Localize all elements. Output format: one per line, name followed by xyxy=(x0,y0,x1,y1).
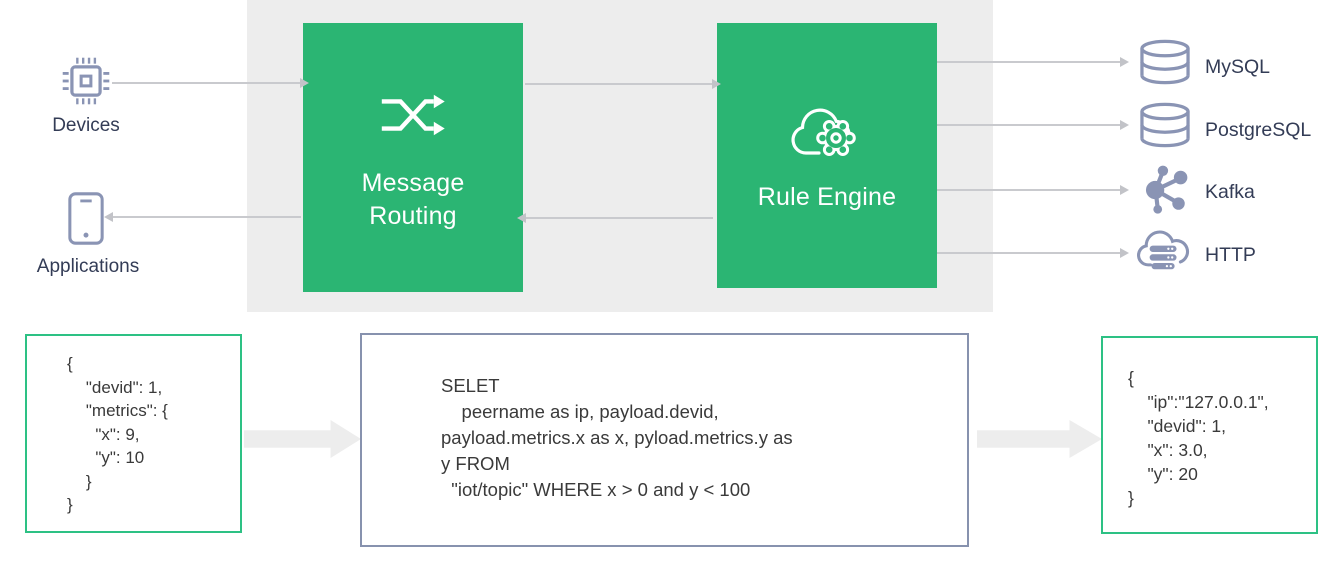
arrow-rule-engine-to-routing xyxy=(517,213,713,223)
arrow-routing-to-applications xyxy=(104,212,301,222)
arrow-routing-to-rule-engine xyxy=(525,79,721,89)
flow-arrow-sql-to-output xyxy=(977,420,1102,458)
input-payload-json: { "devid": 1, "metrics": { "x": 9, "y": … xyxy=(67,354,168,514)
postgresql-label: PostgreSQL xyxy=(1205,119,1312,141)
rule-engine-label: Rule Engine xyxy=(757,183,897,211)
mysql-label: MySQL xyxy=(1205,56,1271,78)
flow-arrow-input-to-sql xyxy=(244,420,361,458)
arrow-rule-engine-to-mysql xyxy=(937,57,1129,67)
database-icon xyxy=(1137,101,1193,149)
rule-sql-box: SELET peername as ip, payload.devid, pay… xyxy=(360,333,969,547)
database-icon xyxy=(1137,38,1193,86)
kafka-label: Kafka xyxy=(1205,181,1255,203)
devices-label: Devices xyxy=(52,115,120,136)
kafka-graph-icon xyxy=(1139,163,1191,215)
input-payload-box: { "devid": 1, "metrics": { "x": 9, "y": … xyxy=(25,334,242,533)
cloud-servers-icon xyxy=(1135,224,1195,274)
rule-sql-text: SELET peername as ip, payload.devid, pay… xyxy=(441,375,793,500)
arrow-devices-to-routing xyxy=(112,78,309,88)
rule-engine-node: Rule Engine xyxy=(717,23,937,288)
message-routing-label: Message Routing xyxy=(361,168,465,230)
cloud-gear-icon xyxy=(789,97,865,163)
output-result-box: { "ip":"127.0.0.1", "devid": 1, "x": 3.0… xyxy=(1101,336,1318,534)
message-routing-node: Message Routing xyxy=(303,23,523,292)
smartphone-icon xyxy=(67,190,105,247)
http-label: HTTP xyxy=(1205,244,1256,266)
arrow-rule-engine-to-postgresql xyxy=(937,120,1129,130)
shuffle-icon xyxy=(378,89,448,141)
arrow-rule-engine-to-kafka xyxy=(937,185,1129,195)
output-result-json: { "ip":"127.0.0.1", "devid": 1, "x": 3.0… xyxy=(1128,368,1269,508)
chip-icon xyxy=(60,55,112,107)
arrow-rule-engine-to-http xyxy=(937,248,1129,258)
applications-label: Applications xyxy=(36,256,140,277)
